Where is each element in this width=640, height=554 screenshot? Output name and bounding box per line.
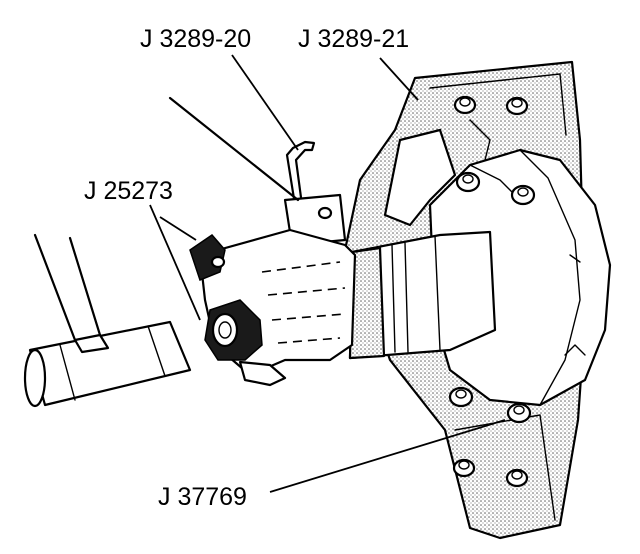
fixture-nut-lower-right bbox=[505, 468, 529, 488]
fixture-nut-lower-left bbox=[452, 458, 476, 478]
label-j25273: J 25273 bbox=[84, 177, 173, 205]
slide-hammer-weight bbox=[23, 320, 192, 408]
label-j3289-20: J 3289-20 bbox=[140, 25, 251, 53]
hub-nut-bottom-left bbox=[448, 386, 474, 408]
fixture-nut-upper-right bbox=[505, 96, 529, 116]
slide-hammer-rod bbox=[283, 140, 347, 247]
hub-cylinder bbox=[348, 230, 497, 360]
hub-nut-top-left bbox=[455, 171, 481, 193]
slide-hammer-shafts bbox=[33, 96, 300, 342]
socket-tool bbox=[189, 234, 263, 361]
hub-nut-top-right bbox=[510, 184, 536, 206]
label-j37769: J 37769 bbox=[158, 483, 247, 511]
label-j3289-21: J 3289-21 bbox=[298, 25, 409, 53]
fixture-nut-upper-left bbox=[453, 95, 477, 115]
leader-lines bbox=[149, 54, 506, 493]
hub-nut-bottom-right bbox=[506, 402, 532, 424]
